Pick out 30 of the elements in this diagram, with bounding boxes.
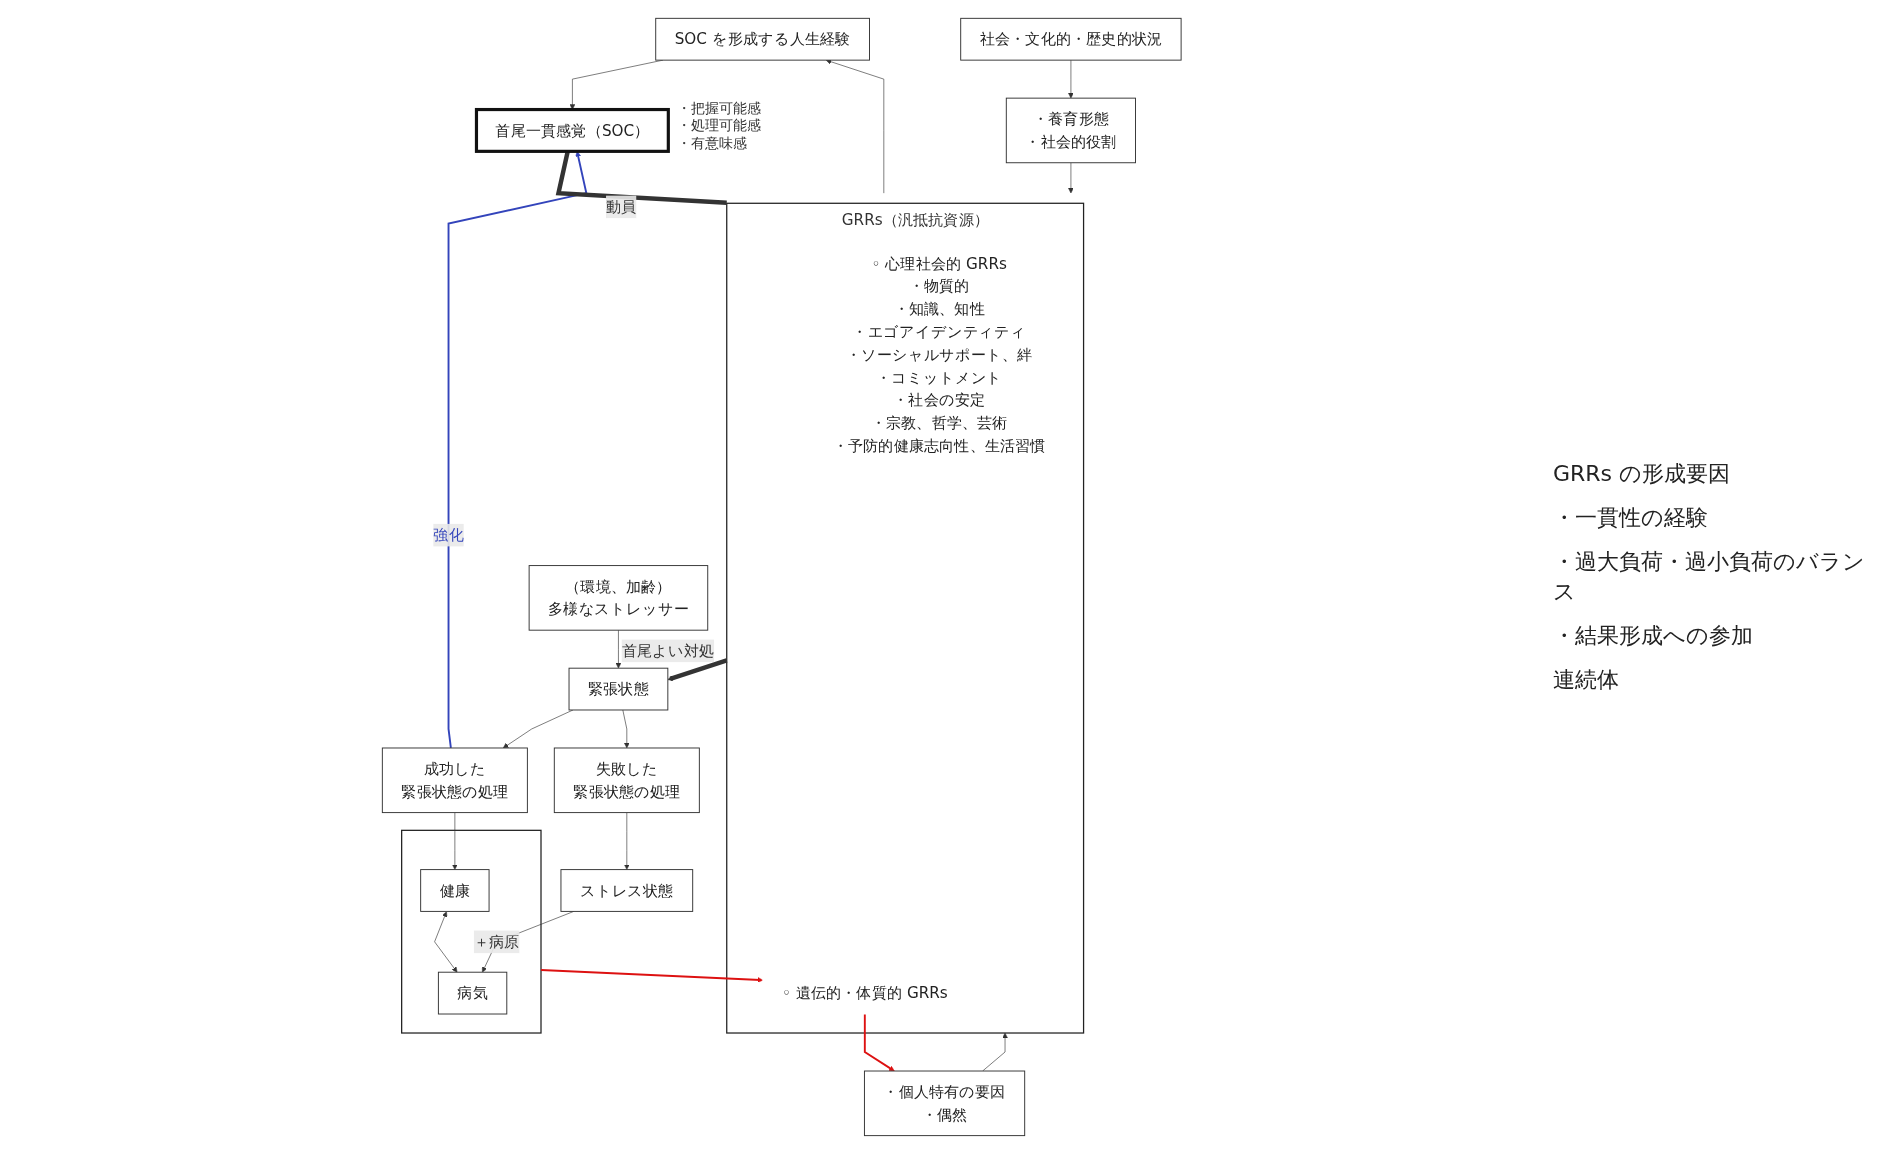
node-box: 緊張状態 [568,667,669,711]
edge-label: ＋病原 [473,932,520,951]
arrow [667,658,728,682]
edge-label: 首尾よい対処 [621,641,714,660]
edge-label: 強化 [433,526,464,545]
node-box: ・養育形態 ・社会的役割 [1005,97,1136,164]
node-text: ◦ 心理社会的 GRRs ・物質的 ・知識、知性 ・エゴアイデンティティ ・ソーシャルサポート、絆 ・コミットメント ・社会の安定 ・宗教、哲学、芸術 ・予防的健康志向性、生活習慣 [832,254,1046,455]
note-text: ・過大負荷・過小負荷のバランス [1553,548,1866,606]
node-box: SOC を形成する人生経験 [655,17,870,61]
note-text: 連続体 [1553,666,1620,694]
node-box: 失敗した 緊張状態の処理 [553,747,700,814]
arrow [539,969,763,983]
note-text: ・把握可能感 [676,99,761,116]
node-text: ◦ 遺伝的・体質的 GRRs [781,984,948,1002]
note-text: ・有意味感 [676,135,747,152]
node-box: ストレス状態 [560,869,693,912]
node-box: 社会・文化的・歴史的状況 [960,17,1182,61]
node-box: ・個人特有の要因 ・偶然 [863,1070,1025,1137]
note-text: ・結果形成への参加 [1553,622,1754,650]
node-box: 首尾一貫感覚（SOC） [474,107,670,153]
note-text: ・一貫性の経験 [1553,504,1709,532]
node-box: 健康 [419,869,490,912]
cluster [400,829,542,1034]
node-box: 成功した 緊張状態の処理 [381,747,528,814]
node-box: 病気 [437,971,508,1015]
edge-label: 動員 [605,198,637,216]
node-box: （環境、加齢） 多様なストレッサー [528,565,708,631]
note-text: ・処理可能感 [676,117,761,134]
note-text: GRRs の形成要因 [1553,460,1732,488]
arrow [863,1013,895,1072]
